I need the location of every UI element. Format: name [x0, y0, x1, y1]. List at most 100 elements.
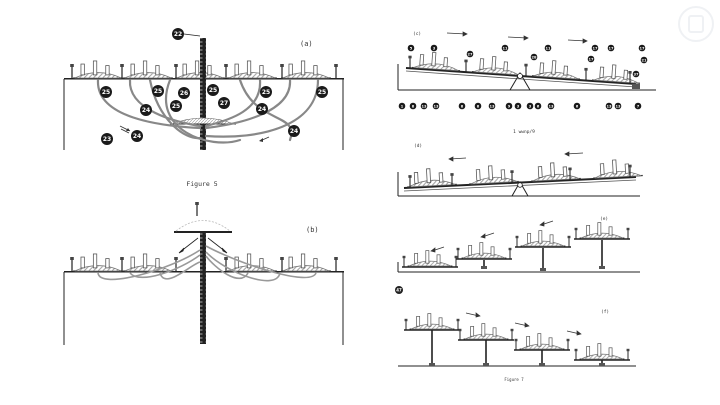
tray [463, 323, 509, 340]
callout-marker: 17 [587, 55, 595, 63]
callout-number: 7 [637, 104, 640, 108]
tray [405, 166, 458, 188]
figure5-caption: Figure 5 [186, 180, 217, 188]
tray [226, 60, 278, 79]
callout-number: 3 [529, 104, 532, 108]
tray [529, 160, 582, 182]
tray-post [402, 255, 406, 268]
central-mast-b [200, 232, 206, 344]
callout-marker: 22 [172, 28, 184, 40]
tray-post [279, 256, 285, 272]
callout-marker: 23 [101, 133, 113, 145]
tray [409, 313, 455, 330]
callout-marker: 6 [534, 102, 542, 110]
tray-post [515, 235, 519, 248]
callout-number: 8 [461, 104, 464, 108]
callout-number: 8 [412, 104, 415, 108]
tray-post [567, 235, 571, 248]
callout-number: 27 [220, 100, 228, 107]
callout-number: 17 [592, 46, 598, 50]
callout-number: 13 [489, 104, 495, 108]
tray-post [566, 338, 570, 351]
callout-marker: 24 [288, 125, 300, 137]
tray [467, 163, 520, 185]
tray-post [333, 63, 339, 79]
callout-number: 1 [401, 104, 404, 108]
callout-marker: 17 [638, 44, 646, 52]
callout-number: 25 [172, 103, 180, 110]
panel-c-subcaption: 1 wwnp/9 [513, 129, 535, 135]
callout-marker: 24 [140, 104, 152, 116]
tray-post [223, 63, 229, 79]
tray-post [407, 55, 413, 69]
panel-d-label: (d) [414, 143, 422, 149]
callout-number: 24 [133, 133, 141, 140]
callout-number: 25 [262, 89, 270, 96]
callout-number: 27 [467, 52, 473, 56]
tray-post [454, 255, 458, 268]
central-mast [200, 38, 206, 150]
watermark-logo [678, 6, 714, 42]
tray [226, 253, 278, 272]
callout-marker: 17 [591, 44, 599, 52]
tray-post [119, 63, 125, 79]
panel-b-label: (b) [306, 226, 319, 234]
callout-number: 8 [477, 104, 480, 108]
callout-number: 25 [318, 89, 326, 96]
tray [531, 58, 582, 80]
callout-marker: 24 [131, 130, 143, 142]
tray-post [119, 256, 125, 272]
tray-post [173, 63, 179, 79]
callout-number: 11 [502, 46, 508, 50]
tray-post [333, 256, 339, 272]
callout-number: 13 [548, 104, 554, 108]
tray [579, 222, 625, 239]
callout-marker: 9 [505, 102, 513, 110]
figure-right-panel-d: (d) [397, 143, 644, 197]
callout-marker: 8 [458, 102, 466, 110]
tray [579, 343, 625, 360]
callout-marker: 37 [632, 70, 640, 78]
callout-marker: 3 [526, 102, 534, 110]
callout-marker: 13 [605, 102, 613, 110]
tray [72, 253, 124, 272]
tray [461, 242, 507, 259]
callout-marker: 21 [640, 56, 648, 64]
callout-marker: 24 [256, 103, 268, 115]
callout-number: 6 [576, 104, 579, 108]
callout-number: 6 [537, 104, 540, 108]
callout-number: 24 [290, 128, 298, 135]
callout-number: 5 [410, 46, 413, 50]
tray-post [574, 227, 578, 240]
tray [411, 50, 462, 72]
tray-post [404, 318, 408, 331]
tray-post [458, 328, 462, 341]
callout-number: 21 [641, 58, 647, 62]
tray [471, 54, 522, 76]
tray-post [69, 63, 75, 79]
callout-number: 13 [606, 104, 612, 108]
callout-number: 23 [103, 136, 111, 143]
callout-marker: 13 [547, 102, 555, 110]
callout-number: 17 [588, 57, 594, 61]
tray [520, 230, 566, 247]
panel-f-label: (f) [601, 309, 609, 315]
callout-marker: 28 [530, 53, 538, 61]
tray-post [514, 338, 518, 351]
tray [591, 157, 644, 179]
callout-number: 22 [174, 31, 182, 38]
callout-number: 25 [209, 87, 217, 94]
callout-marker: 1 [398, 102, 406, 110]
callout-marker: 25 [316, 86, 328, 98]
callout-number: 17 [639, 46, 645, 50]
figure5-panel-b: (b) [63, 201, 344, 345]
panel-c-label: (c) [413, 31, 421, 37]
tray [280, 253, 332, 272]
callout-47: 47 [396, 288, 402, 293]
callout-marker: 6 [573, 102, 581, 110]
callout-number: 13 [433, 104, 439, 108]
callout-marker: 25 [260, 86, 272, 98]
callout-marker: 26 [178, 87, 190, 99]
